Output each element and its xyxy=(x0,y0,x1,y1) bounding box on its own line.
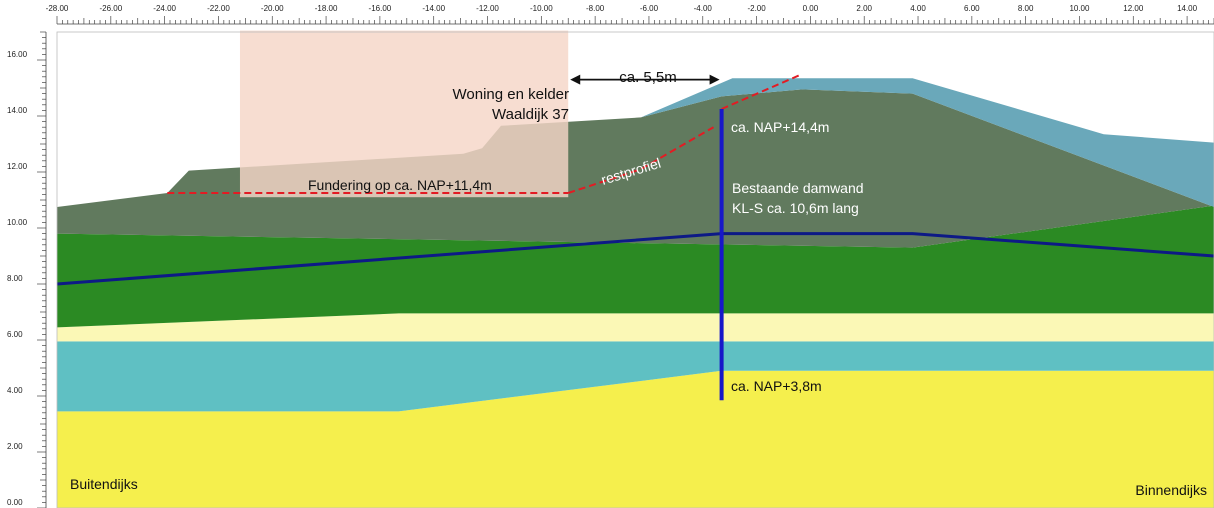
sheet-pile-label-line1: Bestaande damwand xyxy=(732,180,864,196)
house-label-line2: Waaldijk 37 xyxy=(492,106,569,123)
outer-side-label: Buitendijks xyxy=(70,476,138,492)
y-tick-label: 8.00 xyxy=(7,274,23,283)
distance-label: ca. 5,5m xyxy=(619,69,677,86)
x-tick-label: -4.00 xyxy=(694,4,713,13)
x-tick-label: -2.00 xyxy=(747,4,766,13)
arrow-head-left xyxy=(570,74,581,85)
y-axis-ruler: 0.00 2.00 4.00 6.00 8.00 10.00 12.00 14.00 16.00 xyxy=(7,31,47,508)
inner-side-label: Binnendijks xyxy=(1135,482,1207,498)
y-tick-label: 12.00 xyxy=(7,162,28,171)
bottom-level-label: ca. NAP+3,8m xyxy=(731,378,822,394)
x-tick-label: 14.00 xyxy=(1177,4,1198,13)
x-tick-label: -14.00 xyxy=(422,4,445,13)
x-tick-label: -10.00 xyxy=(530,4,553,13)
dike-body xyxy=(57,89,1214,248)
y-tick-label: 6.00 xyxy=(7,330,23,339)
x-tick-label: 12.00 xyxy=(1123,4,1144,13)
y-tick-label: 10.00 xyxy=(7,218,28,227)
x-tick-label: -18.00 xyxy=(315,4,338,13)
y-tick-label: 0.00 xyxy=(7,498,23,507)
x-tick-label: -24.00 xyxy=(153,4,176,13)
x-tick-label: -8.00 xyxy=(586,4,605,13)
x-tick-label: 10.00 xyxy=(1069,4,1090,13)
soil-layers xyxy=(57,78,1214,508)
sand-deep-layer xyxy=(57,370,1214,508)
x-tick-label: -26.00 xyxy=(99,4,122,13)
light-sand-layer xyxy=(57,313,1214,342)
aquifer-layer xyxy=(57,341,1214,412)
house-and-cellar xyxy=(239,30,569,198)
x-tick-label: -16.00 xyxy=(369,4,392,13)
house-label-line1: Woning en kelder xyxy=(453,86,569,103)
dashed-line-2 xyxy=(567,126,715,194)
x-tick-label: 6.00 xyxy=(964,4,980,13)
foundation-label: Fundering op ca. NAP+11,4m xyxy=(308,177,492,193)
arrow-head-right xyxy=(709,74,720,85)
dashed-line-3 xyxy=(721,73,803,110)
y-tick-label: 14.00 xyxy=(7,106,28,115)
overlay-lines xyxy=(56,73,1214,401)
house-box xyxy=(239,30,569,198)
y-tick-label: 2.00 xyxy=(7,442,23,451)
x-tick-label: -22.00 xyxy=(207,4,230,13)
x-tick-label: -28.00 xyxy=(46,4,69,13)
y-tick-label: 16.00 xyxy=(7,50,28,59)
dike-cover-layer xyxy=(640,78,1214,207)
axes: -28.00 -26.00 -24.00 -22.00 -20.00 -18.00 -16.… xyxy=(7,4,1214,508)
x-tick-label: -20.00 xyxy=(261,4,284,13)
x-tick-label: 8.00 xyxy=(1018,4,1034,13)
x-tick-label: 4.00 xyxy=(910,4,926,13)
sheet-pile-label-line2: KL-S ca. 10,6m lang xyxy=(732,200,859,216)
x-axis-ruler: -28.00 -26.00 -24.00 -22.00 -20.00 -18.00 -16.… xyxy=(46,4,1214,25)
x-tick-label: 2.00 xyxy=(856,4,872,13)
plot-frame xyxy=(56,31,1214,508)
clay-layer xyxy=(57,205,1214,328)
x-tick-label: -12.00 xyxy=(476,4,499,13)
x-tick-label: -6.00 xyxy=(640,4,659,13)
top-level-label: ca. NAP+14,4m xyxy=(731,119,829,135)
phreatic-line xyxy=(56,232,1214,286)
x-tick-label: 0.00 xyxy=(803,4,819,13)
y-tick-label: 4.00 xyxy=(7,386,23,395)
